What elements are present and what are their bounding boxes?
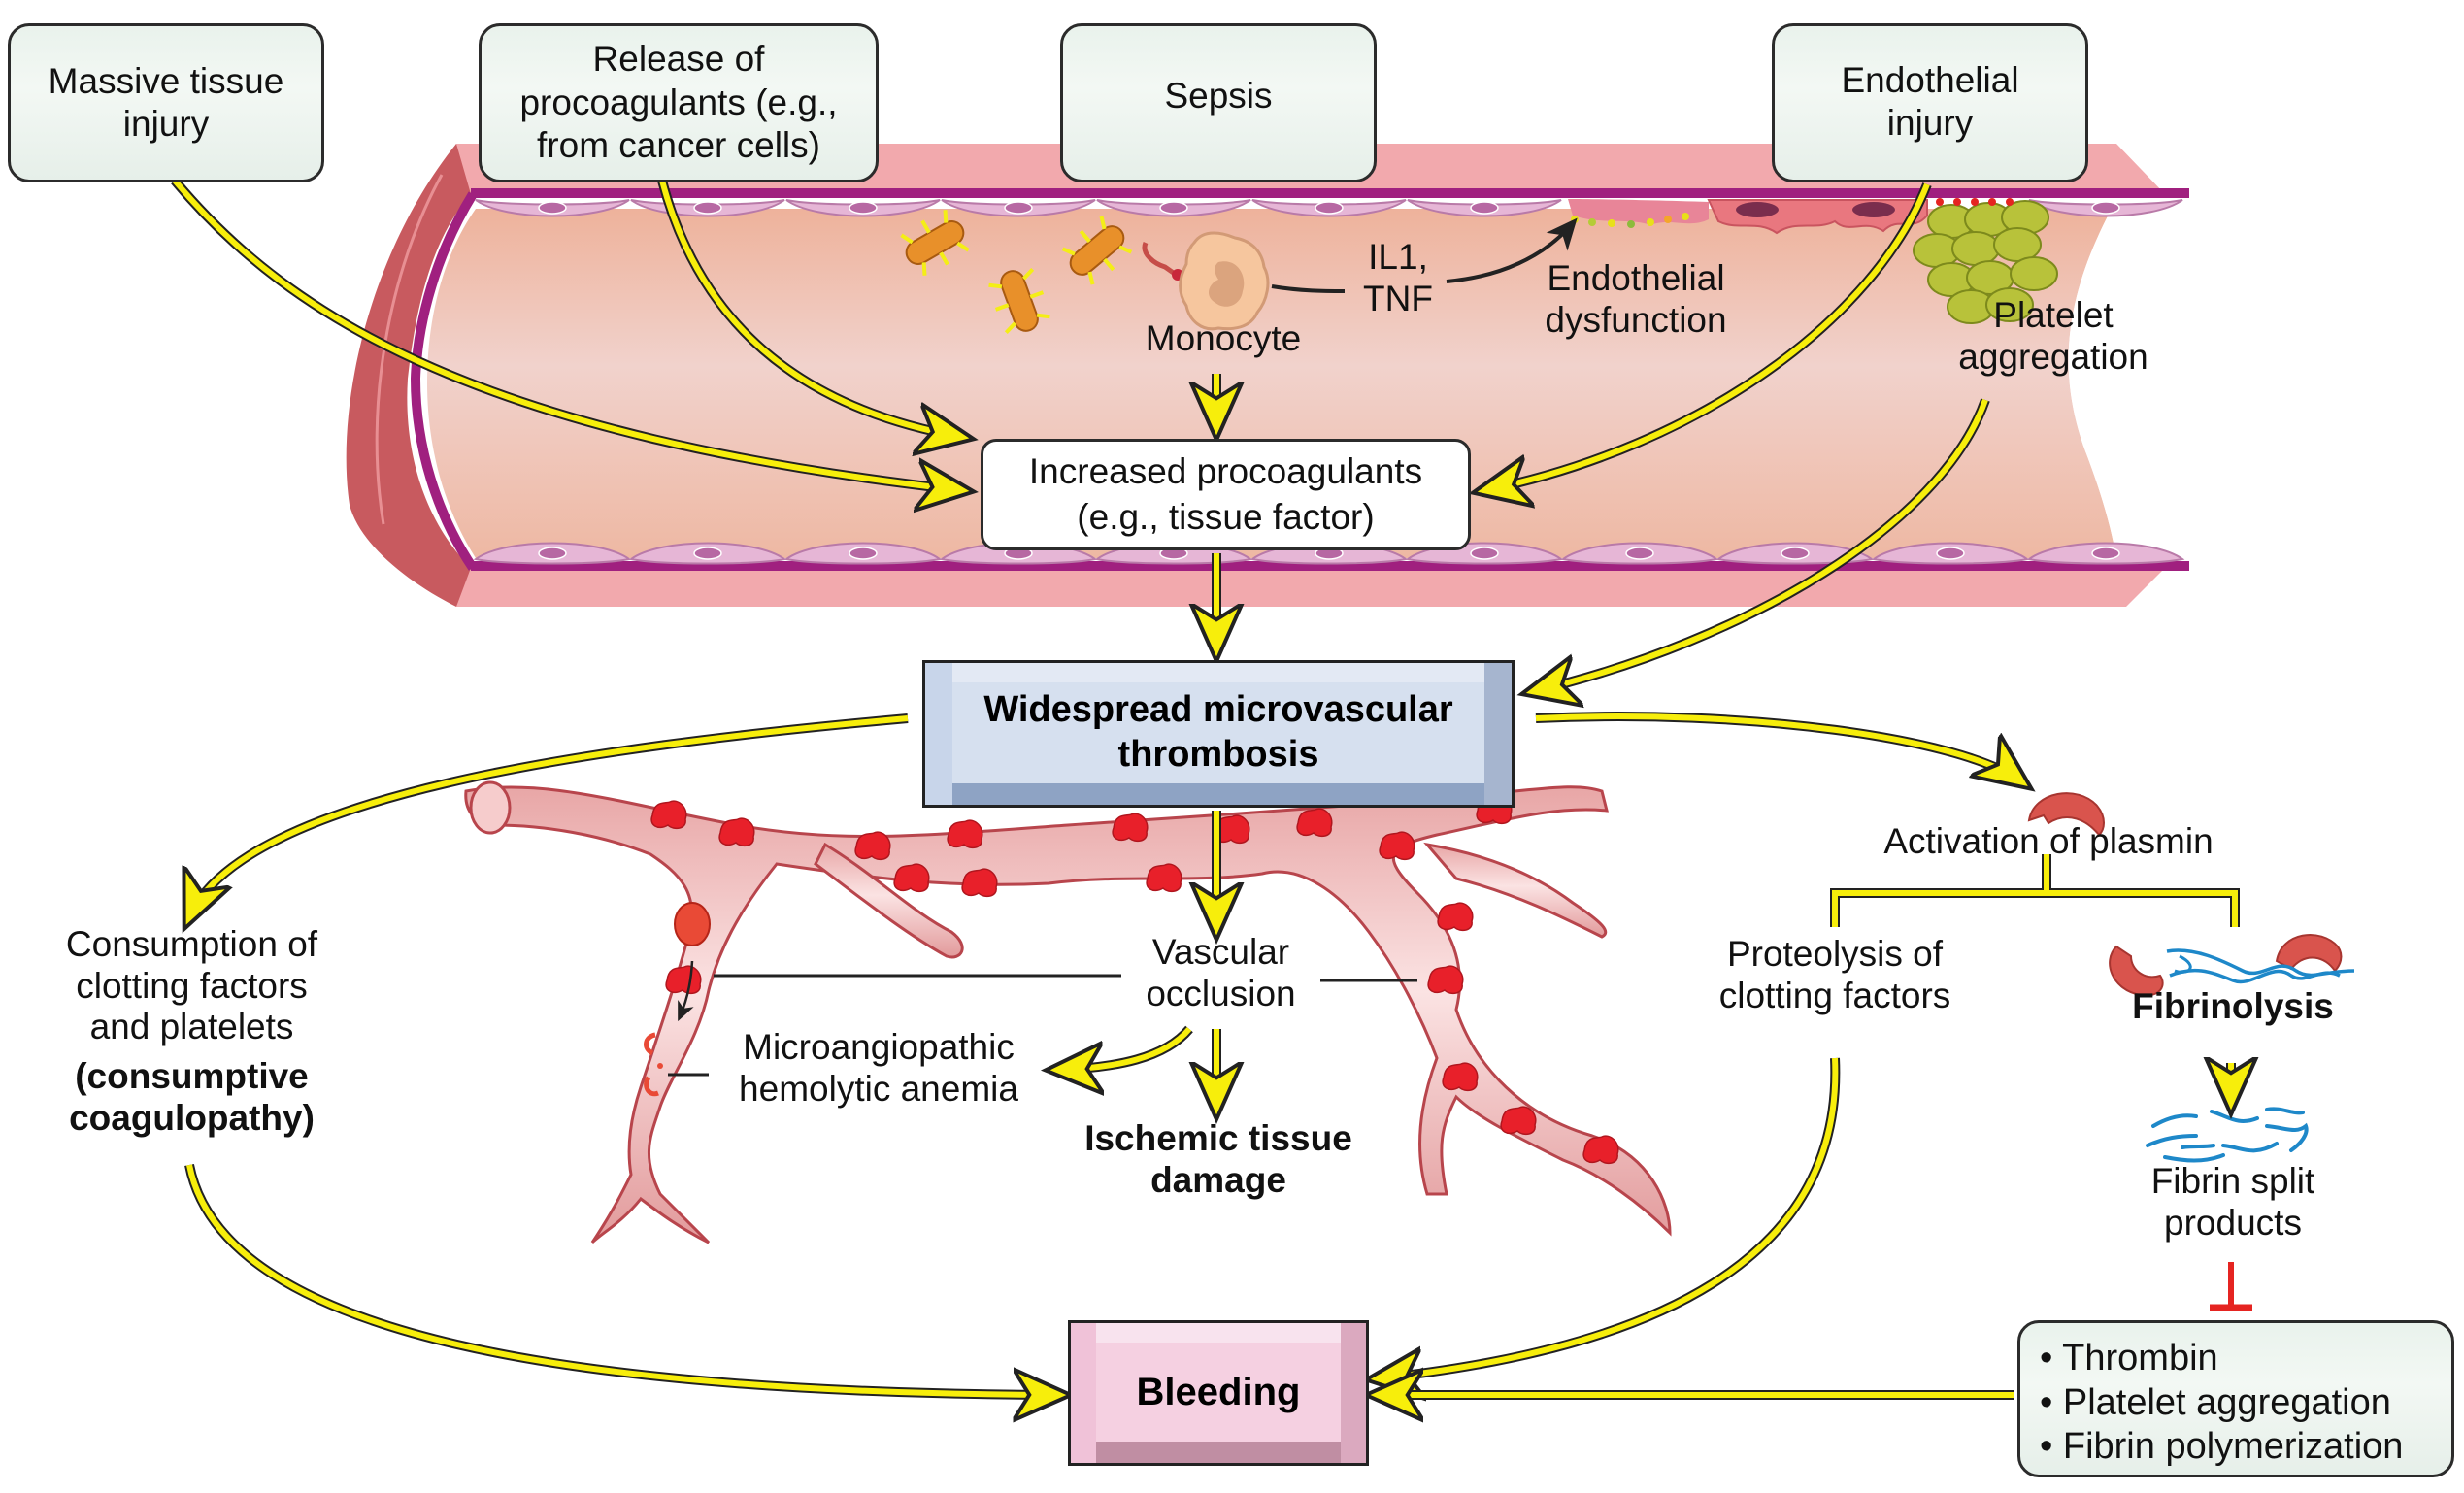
thrombus [893, 863, 930, 893]
proteolysis-label: Proteolysis of clotting factors [1718, 934, 1951, 1015]
platelet-aggregation-label: Platelet aggregation [1958, 295, 2148, 377]
cytokine-arrow [1446, 217, 1578, 283]
consumptive-coagulopathy-label: (consumptive coagulopathy) [69, 1056, 315, 1138]
arrow-procoagulant-release [659, 180, 961, 437]
thrombus [1146, 863, 1182, 893]
inhibited-item-platelet-aggregation: • Platelet aggregation [2040, 1381, 2391, 1423]
arrow-to-consumption [189, 715, 909, 917]
thrombus [947, 819, 983, 849]
platelet-aggregate-icon [1913, 200, 2058, 324]
thrombus [665, 965, 702, 995]
endothelial-nucleus [693, 201, 722, 215]
endothelial-nucleus [693, 547, 722, 560]
activation-of-plasmin-label: Activation of plasmin [1883, 821, 2214, 861]
inhibited-processes-box: • Thrombin • Platelet aggregation • Fibr… [2017, 1320, 2454, 1477]
fibrinolysis-icon [2109, 934, 2355, 997]
thrombus [1296, 808, 1333, 838]
cytokine-line [1271, 284, 1346, 293]
fibrinolysis-label: Fibrinolysis [2132, 986, 2334, 1026]
thrombus [650, 800, 687, 830]
endothelial-nucleus [1470, 547, 1499, 560]
arrow-proteolysis-to-bleeding [1379, 1057, 1839, 1378]
arrow-to-plasmin [1535, 713, 2021, 781]
thrombus [1582, 1135, 1619, 1165]
endothelial-nucleus [1159, 201, 1188, 215]
bleeding-box: Bleeding [1068, 1320, 1369, 1466]
arrow-massive-injury [172, 179, 961, 490]
monocyte-label: Monocyte [1145, 318, 1302, 358]
endothelial-nucleus [2091, 547, 2120, 560]
endothelial-nucleus [849, 547, 878, 560]
plasmin-bracket [1832, 854, 2238, 927]
flow-arrows [171, 177, 2238, 1395]
thrombus [1379, 831, 1415, 861]
endothelial-nucleus [849, 201, 878, 215]
platelet [1993, 227, 2042, 262]
trigger-release-of-procoagulants: Release of procoagulants (e.g., from can… [479, 23, 879, 182]
thrombi-icons [650, 795, 1619, 1165]
platelet-adhesion-dots [1936, 198, 2014, 206]
thrombosis-label: Widespread microvascular thrombosis [952, 682, 1484, 783]
inhibited-item-thrombin: • Thrombin [2040, 1338, 2218, 1378]
fragmented-rbc-icon [644, 1032, 663, 1097]
thrombosis-box: Widespread microvascular thrombosis [922, 660, 1515, 808]
thrombus [1214, 814, 1250, 845]
trigger-massive-tissue-injury: Massive tissue injury [8, 23, 324, 182]
cytokines-label: IL1, TNF [1363, 237, 1433, 318]
thrombus [1437, 902, 1474, 932]
blood-vessel-cross-section [346, 144, 2189, 607]
arrow-to-mha [1058, 1027, 1192, 1070]
bacteria-icon [900, 210, 1133, 335]
inhibited-item-fibrin-polymerization: • Fibrin polymerization [2040, 1426, 2404, 1468]
endothelial-nucleus [1470, 201, 1499, 215]
rbc-flow-arrow [678, 960, 694, 1022]
endothelial-nucleus [1004, 201, 1033, 215]
consumption-label: Consumption of clotting factors and plat… [65, 924, 318, 1047]
trigger-sepsis: Sepsis [1060, 23, 1377, 182]
thrombus [1112, 813, 1149, 843]
endothelial-nucleus [1936, 547, 1965, 560]
arrow-consumption-to-bleeding [186, 1164, 1058, 1395]
damaged-endothelium [1568, 199, 1928, 235]
endothelial-nucleus [538, 201, 567, 215]
endothelial-nucleus [538, 547, 567, 560]
vascular-occlusion-label: Vascular occlusion [1146, 932, 1296, 1013]
endothelial-nucleus [1781, 547, 1810, 560]
bleeding-label: Bleeding [1096, 1343, 1341, 1442]
trigger-endothelial-injury: Endothelial injury [1772, 23, 2088, 182]
thrombus [1500, 1106, 1537, 1136]
arrow-platelet-aggregation [1534, 399, 1988, 691]
endothelial-nucleus [2091, 201, 2120, 215]
mha-label: Microangiopathic hemolytic anemia [739, 1027, 1018, 1109]
thrombus [718, 817, 755, 847]
platelet [2010, 256, 2058, 291]
thrombus [961, 868, 998, 898]
microvessel-tree [464, 780, 1672, 1244]
platelet [1951, 231, 2000, 266]
endothelial-nucleus [1625, 547, 1654, 560]
thrombus [1442, 1062, 1479, 1092]
plasmin-icon [2027, 792, 2105, 837]
arrow-endothelial-injury [1485, 182, 1930, 490]
ischemic-tissue-damage-label: Ischemic tissue damage [1084, 1118, 1352, 1200]
endothelial-dysfunction-label: Endothelial dysfunction [1545, 258, 1727, 340]
cytokine-dots [1571, 213, 1689, 228]
thrombus [854, 831, 891, 861]
fibrin-split-products-label: Fibrin split products [2150, 1161, 2315, 1243]
increased-procoagulants-box: Increased procoagulants (e.g., tissue fa… [981, 439, 1471, 550]
platelet [1985, 287, 2034, 322]
thrombus [1427, 965, 1464, 995]
endothelial-nucleus [1315, 201, 1344, 215]
inhibition-symbol [2210, 1262, 2252, 1311]
fibrin-split-products-icon [2146, 1107, 2309, 1163]
monocyte-icon [1142, 231, 1270, 331]
